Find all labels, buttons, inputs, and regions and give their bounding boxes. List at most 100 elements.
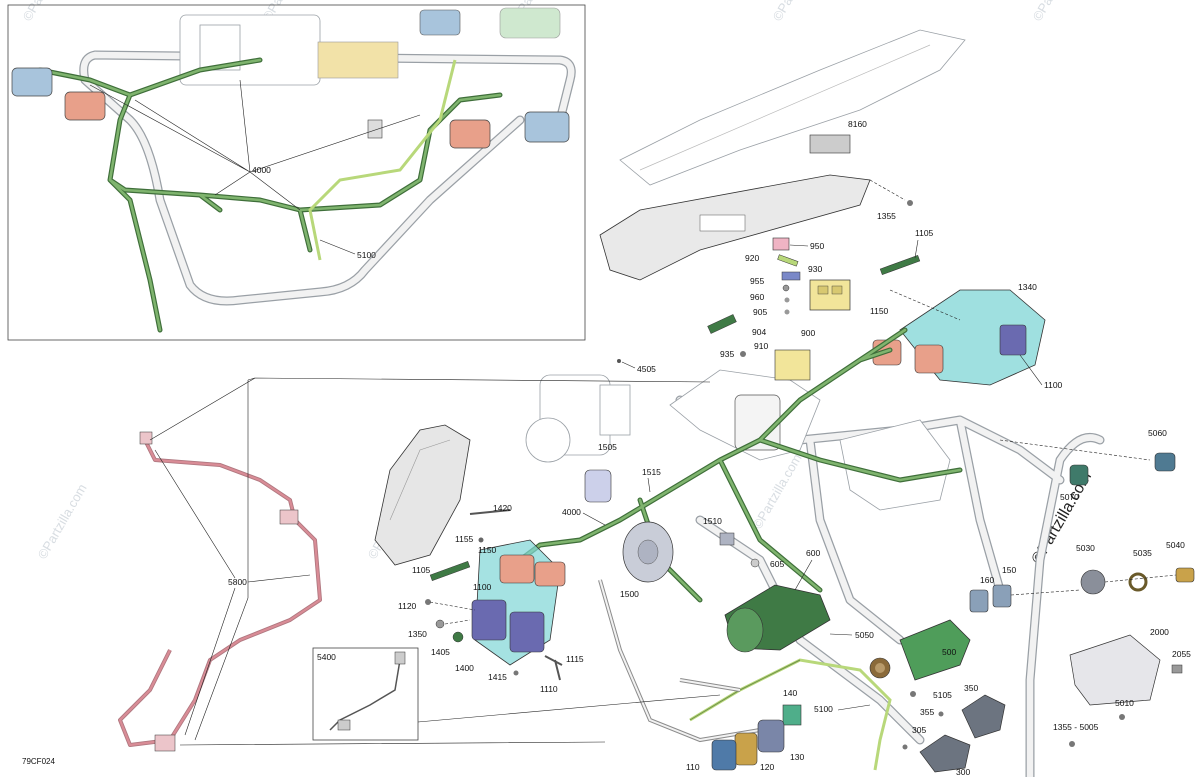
callout-900: 900 (801, 328, 815, 338)
part-140 (782, 704, 802, 726)
leader-1355-top (869, 179, 906, 201)
ring-5035 (1128, 572, 1148, 592)
leader-5400 (417, 694, 721, 723)
callout-1405: 1405 (431, 647, 450, 657)
connector-130 (757, 719, 785, 753)
connector-1100-top (999, 324, 1027, 356)
clip-1105-top (879, 255, 921, 275)
right-side-parts: 5060 5070 5030 5035 5040 2000 2055 5010 … (999, 428, 1195, 747)
winch-motor (599, 384, 631, 436)
callout-1105-top: 1105 (915, 228, 934, 238)
callout-950: 950 (810, 241, 824, 251)
inset-ecu (317, 41, 399, 79)
horn-center (637, 539, 659, 565)
callout-305: 305 (912, 725, 926, 735)
plug-5040 (1175, 567, 1195, 583)
callout-500: 500 (942, 647, 956, 657)
connector-5800-bottom (154, 734, 176, 752)
harness-grey-inner (599, 579, 761, 742)
callout-4000-main: 4000 (562, 507, 581, 517)
washer-960 (784, 297, 790, 303)
callout-300: 300 (956, 767, 970, 777)
connector-150 (992, 584, 1012, 608)
inset-chassis-tube-inner (80, 51, 575, 305)
harness-5800-inner (118, 439, 322, 747)
bolt-1420 (469, 509, 511, 515)
dash-5060 (999, 439, 1151, 461)
callout-4505: 4505 (637, 364, 656, 374)
callout-110: 110 (686, 762, 700, 772)
watermark-text: ©Partzilla.com (1030, 0, 1085, 24)
watermark-text: ©Partzilla.com (35, 481, 90, 561)
connector-1150-left-b (534, 561, 566, 587)
console-label-plate (699, 214, 746, 232)
connector-1150-left (499, 554, 535, 584)
callout-4000-inset: 4000 (252, 165, 271, 175)
watermark-text: ©Partzilla.com (770, 0, 825, 24)
lighting-harness-group: 5800 (118, 377, 711, 752)
clip-2055 (1171, 664, 1183, 674)
callout-930: 930 (808, 264, 822, 274)
callout-1150-left: 1150 (478, 545, 497, 555)
callout-1400: 1400 (455, 663, 474, 673)
inset-frame (7, 4, 586, 341)
callout-160: 160 (980, 575, 994, 585)
connector-5060 (1154, 452, 1176, 472)
callout-935: 935 (720, 349, 734, 359)
nut-955 (782, 284, 790, 292)
detail-5400-frame (312, 647, 419, 741)
module-600-end (726, 607, 764, 653)
leader-1105-top (914, 239, 919, 259)
lower-center-parts: 605 600 5050 500 160 150 140 130 120 110… (686, 548, 1081, 777)
fuse-950 (772, 237, 790, 251)
callout-5100-main: 5100 (814, 704, 833, 714)
callout-1355: 1355 (877, 211, 896, 221)
connector-5800-top (139, 431, 153, 445)
connector-5400-bottom (337, 719, 351, 731)
callout-1150-top: 1150 (870, 306, 889, 316)
callout-910: 910 (754, 341, 768, 351)
leader-1515 (647, 477, 651, 493)
connector-5070 (1069, 464, 1089, 486)
connector-5400-top (394, 651, 406, 665)
inset-5100-leader (319, 239, 356, 255)
callout-1105-left: 1105 (412, 565, 431, 575)
callout-5030: 5030 (1076, 543, 1095, 553)
callout-5070: 5070 (1060, 492, 1079, 502)
inset-connector-left-blue (11, 67, 53, 97)
screw-5010 (1119, 714, 1125, 720)
relay-pin (817, 285, 829, 295)
callout-5035: 5035 (1133, 548, 1152, 558)
clip-935 (707, 314, 737, 334)
top-beam-ghost (619, 29, 966, 186)
connector-1100-left-b (509, 611, 545, 653)
callout-600: 600 (806, 548, 820, 558)
inset-connector-left-salmon (64, 91, 106, 121)
callout-1500: 1500 (620, 589, 639, 599)
winch-ghost (525, 374, 631, 463)
screw-1355 (907, 200, 913, 206)
callout-2000: 2000 (1150, 627, 1169, 637)
lamp-350 (961, 694, 1006, 739)
screw-355 (938, 711, 944, 717)
callout-1355-5005: 1355 - 5005 (1053, 722, 1099, 732)
callout-5010: 5010 (1115, 698, 1134, 708)
screw-905 (784, 309, 790, 315)
nut-1350 (435, 619, 445, 629)
top-beam-clips (809, 134, 851, 154)
part-605 (750, 558, 760, 568)
callout-2055: 2055 (1172, 649, 1191, 659)
callout-5800: 5800 (228, 577, 247, 587)
connector-120 (734, 732, 758, 766)
harness-5400 (329, 659, 401, 731)
winch-drum (525, 417, 571, 463)
callout-130: 130 (790, 752, 804, 762)
grommet-1505 (584, 469, 612, 503)
leaders-5800-detail (154, 449, 236, 736)
callout-355: 355 (920, 707, 934, 717)
relay-pin (831, 285, 843, 295)
relay-900 (809, 279, 851, 311)
callout-1110: 1110 (540, 684, 558, 694)
connector-5800-mid (279, 509, 299, 525)
